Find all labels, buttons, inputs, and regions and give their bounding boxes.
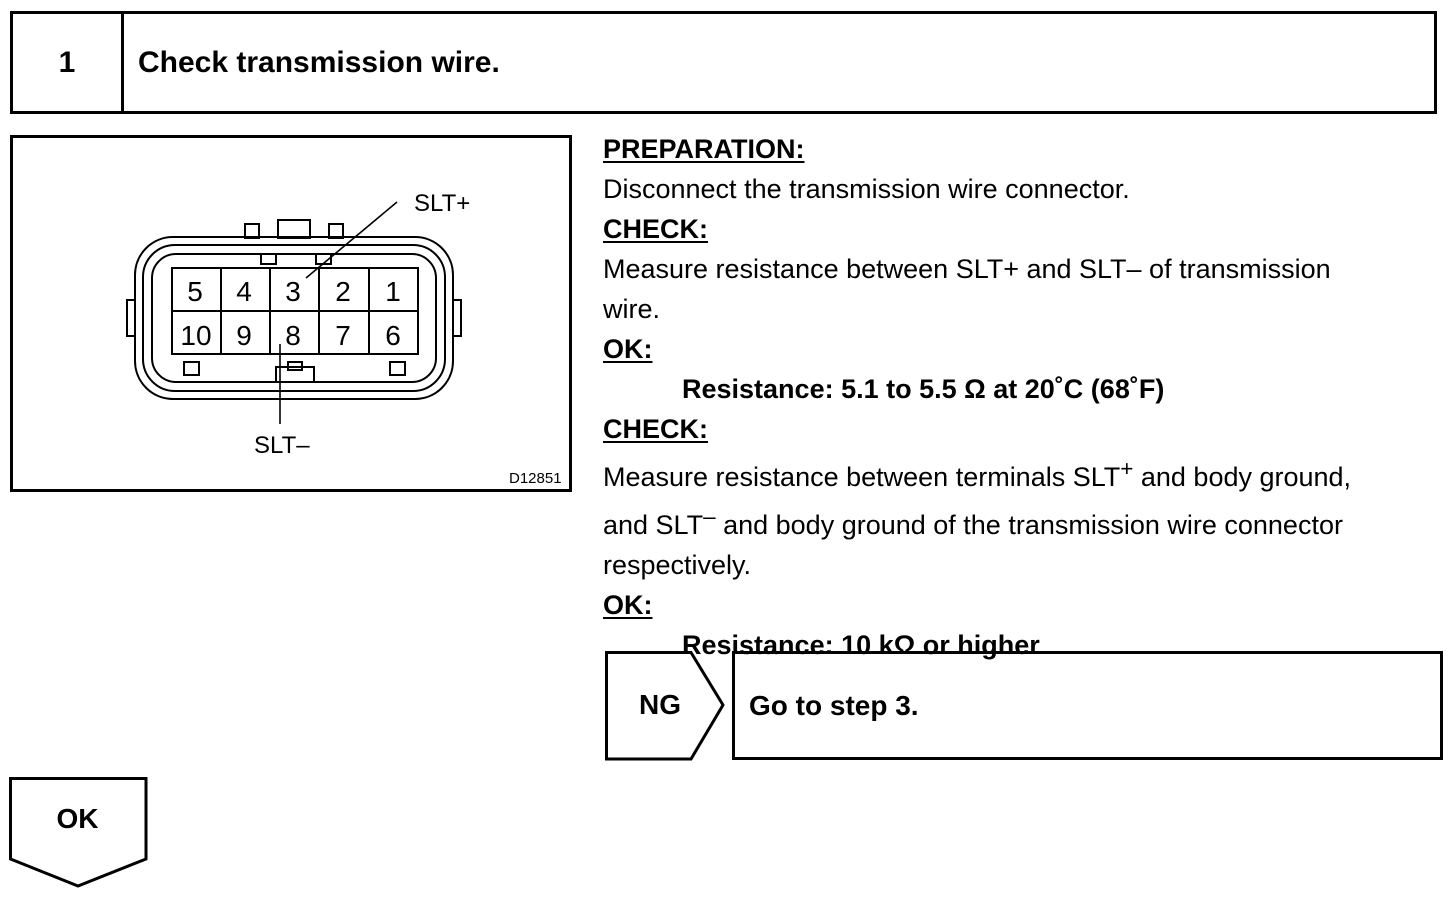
connector-figure: 5 4 3 2 1 10 9 8 7 6 SLT+ SLT– D12851 (10, 135, 572, 492)
connector-top-tab-left (244, 223, 260, 239)
connector-bottom-key (275, 366, 315, 383)
connector-side-lug-left (126, 299, 136, 337)
check-heading: CHECK: (603, 214, 708, 244)
pin-label: 7 (335, 320, 351, 351)
connector-inner-key (389, 361, 406, 376)
step-header: 1 Check transmission wire. (10, 11, 1437, 114)
ok-arrow-tag (9, 777, 148, 888)
ng-arrow-tag (605, 651, 725, 761)
pin-label: 8 (285, 320, 301, 351)
step-number: 1 (13, 14, 124, 111)
connector-housing-mid (142, 244, 446, 392)
ok-label: OK (56, 803, 99, 834)
instructions: PREPARATION: Disconnect the transmission… (603, 129, 1443, 665)
check-text: respectively. (603, 550, 752, 580)
connector-bottom-key-notch (287, 361, 303, 371)
pin-label: 1 (385, 276, 401, 307)
connector-side-lug-right (452, 299, 462, 337)
superscript: – (703, 504, 716, 529)
callout-slt-minus: SLT– (254, 432, 310, 459)
ng-result-text: Go to step 3. (749, 689, 919, 721)
resistance-spec: Resistance: 10 kΩ or higher (682, 630, 1040, 660)
check-heading: CHECK: (603, 414, 708, 444)
connector-inner-key (183, 361, 200, 376)
check-text-part: and SLT (603, 510, 704, 540)
pin-label: 3 (285, 276, 301, 307)
pin-label: 10 (180, 320, 211, 351)
check-text-part: Measure resistance between terminals SLT (603, 462, 1121, 492)
check-text-part: and body ground, (1133, 462, 1352, 492)
pin-label: 2 (335, 276, 351, 307)
pin-label: 9 (236, 320, 252, 351)
callout-leader-slt-plus (305, 201, 398, 279)
check-text: and SLT– and body ground of the transmis… (603, 497, 1443, 545)
preparation-heading: PREPARATION: (603, 134, 805, 164)
check-text: wire. (603, 294, 661, 324)
ok-heading: OK: (603, 590, 653, 620)
superscript: + (1120, 456, 1134, 481)
connector-top-latch (277, 219, 311, 239)
check-text: Measure resistance between SLT+ and SLT–… (603, 254, 1331, 284)
ok-heading: OK: (603, 334, 653, 364)
check-text: Measure resistance between terminals SLT… (603, 449, 1443, 497)
preparation-text: Disconnect the transmission wire connect… (603, 174, 1130, 204)
pin-label: 6 (385, 320, 401, 351)
ng-result-box: Go to step 3. (732, 651, 1443, 760)
figure-code: D12851 (509, 470, 562, 487)
connector-top-tab-right (328, 223, 344, 239)
callout-slt-plus: SLT+ (414, 190, 470, 217)
pin-label: 5 (187, 276, 203, 307)
step-title: Check transmission wire. (138, 45, 500, 79)
resistance-spec: Resistance: 5.1 to 5.5 Ω at 20˚C (68˚F) (682, 374, 1165, 404)
connector-diagram: 5 4 3 2 1 10 9 8 7 6 SLT+ SLT– D12851 (126, 190, 562, 487)
check-text-part: and body ground of the transmission wire… (715, 510, 1343, 540)
pin-label: 4 (236, 276, 252, 307)
connector-inner-key (260, 253, 277, 265)
ng-label: NG (639, 689, 681, 720)
